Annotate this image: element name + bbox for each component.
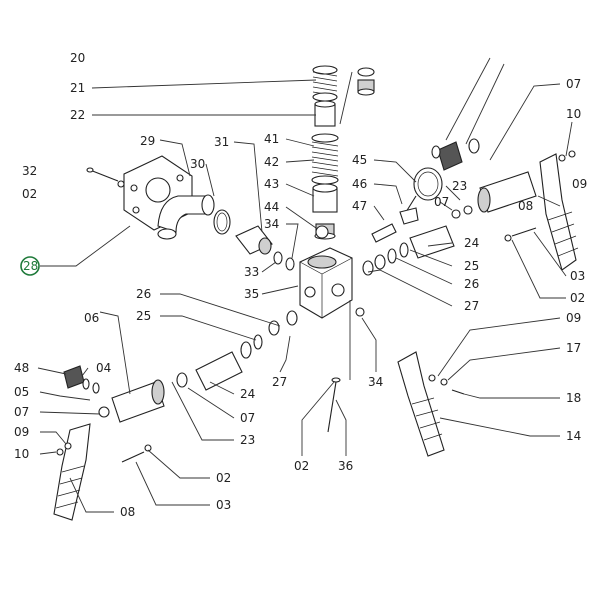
label-44: 44 bbox=[264, 200, 279, 214]
label-02-bottom: 02 bbox=[294, 459, 309, 473]
right-upper-handle bbox=[539, 150, 579, 271]
piston-cylinder bbox=[314, 100, 336, 127]
label-28: 28 bbox=[23, 259, 38, 273]
small-valve-47 bbox=[371, 207, 419, 243]
label-31: 31 bbox=[214, 135, 229, 149]
valve-body bbox=[299, 225, 353, 319]
label-07-upper-mid: 07 bbox=[434, 195, 449, 209]
top-spring bbox=[312, 65, 338, 102]
bolt-03-left bbox=[121, 444, 152, 463]
label-30: 30 bbox=[190, 157, 205, 171]
label-46: 46 bbox=[352, 177, 367, 191]
part-labels: 20 21 22 29 30 31 32 02 41 42 43 44 34 3… bbox=[14, 51, 587, 519]
elbow-fitting bbox=[157, 194, 215, 240]
label-02-right: 02 bbox=[570, 291, 585, 305]
label-09-left: 09 bbox=[14, 425, 29, 439]
label-04: 04 bbox=[96, 361, 111, 375]
label-27-lower: 27 bbox=[272, 375, 287, 389]
spring-stack bbox=[311, 133, 339, 185]
label-42: 42 bbox=[264, 155, 279, 169]
label-43: 43 bbox=[264, 177, 279, 191]
label-25-lower: 25 bbox=[136, 309, 151, 323]
label-08-lower: 08 bbox=[120, 505, 135, 519]
label-36: 36 bbox=[338, 459, 353, 473]
label-45: 45 bbox=[352, 153, 367, 167]
washers-33-34 bbox=[273, 251, 295, 271]
bolt-32 bbox=[86, 167, 125, 188]
leader-lines bbox=[37, 57, 573, 513]
label-03-lower: 03 bbox=[216, 498, 231, 512]
bolt-03-right bbox=[504, 227, 537, 242]
label-07-top-right: 07 bbox=[566, 77, 581, 91]
label-20: 20 bbox=[70, 51, 85, 65]
label-05: 05 bbox=[14, 385, 29, 399]
right-cylinder-06 bbox=[451, 171, 537, 219]
label-29: 29 bbox=[140, 134, 155, 148]
label-17: 17 bbox=[566, 341, 581, 355]
flange-plate bbox=[123, 155, 193, 231]
label-33: 33 bbox=[244, 265, 259, 279]
left-lower-handle bbox=[53, 423, 91, 521]
long-bolt-36 bbox=[327, 307, 365, 433]
label-22: 22 bbox=[70, 108, 85, 122]
parts-drawing bbox=[53, 65, 579, 521]
label-35: 35 bbox=[244, 287, 259, 301]
label-23-lower: 23 bbox=[240, 433, 255, 447]
sleeve-31 bbox=[235, 225, 273, 255]
right-lower-handle bbox=[397, 351, 465, 457]
label-23-upper: 23 bbox=[452, 179, 467, 193]
label-10-top-right: 10 bbox=[566, 107, 581, 121]
label-08-top-right: 08 bbox=[518, 199, 533, 213]
label-26-upper: 26 bbox=[464, 277, 479, 291]
highlighted-part-marker: 28 bbox=[20, 256, 40, 276]
label-07-left: 07 bbox=[14, 405, 29, 419]
label-34-lower: 34 bbox=[368, 375, 383, 389]
label-41: 41 bbox=[264, 132, 279, 146]
label-27-upper: 27 bbox=[464, 299, 479, 313]
label-25-upper: 25 bbox=[464, 259, 479, 273]
label-32: 32 bbox=[22, 164, 37, 178]
o-ring-left bbox=[213, 209, 231, 235]
label-24-upper: 24 bbox=[464, 236, 479, 250]
label-24-lower: 24 bbox=[240, 387, 255, 401]
label-21: 21 bbox=[70, 81, 85, 95]
label-34-upper: 34 bbox=[264, 217, 279, 231]
label-07-lower: 07 bbox=[240, 411, 255, 425]
cap-nut bbox=[357, 67, 375, 96]
label-09-lower-right: 09 bbox=[566, 311, 581, 325]
label-14: 14 bbox=[566, 429, 581, 443]
label-02-upper-left: 02 bbox=[22, 187, 37, 201]
label-26-lower: 26 bbox=[136, 287, 151, 301]
label-47: 47 bbox=[352, 199, 367, 213]
label-48: 48 bbox=[14, 361, 29, 375]
label-10-left: 10 bbox=[14, 447, 29, 461]
fitting-04 bbox=[63, 365, 100, 394]
left-cylinder-06 bbox=[98, 379, 165, 423]
label-18: 18 bbox=[566, 391, 581, 405]
label-03-right: 03 bbox=[570, 269, 585, 283]
label-06: 06 bbox=[84, 311, 99, 325]
gauge bbox=[405, 167, 443, 213]
label-09-top-right: 09 bbox=[572, 177, 587, 191]
label-02-lower: 02 bbox=[216, 471, 231, 485]
fitting-45 bbox=[431, 138, 480, 171]
valve-cup bbox=[312, 183, 338, 213]
